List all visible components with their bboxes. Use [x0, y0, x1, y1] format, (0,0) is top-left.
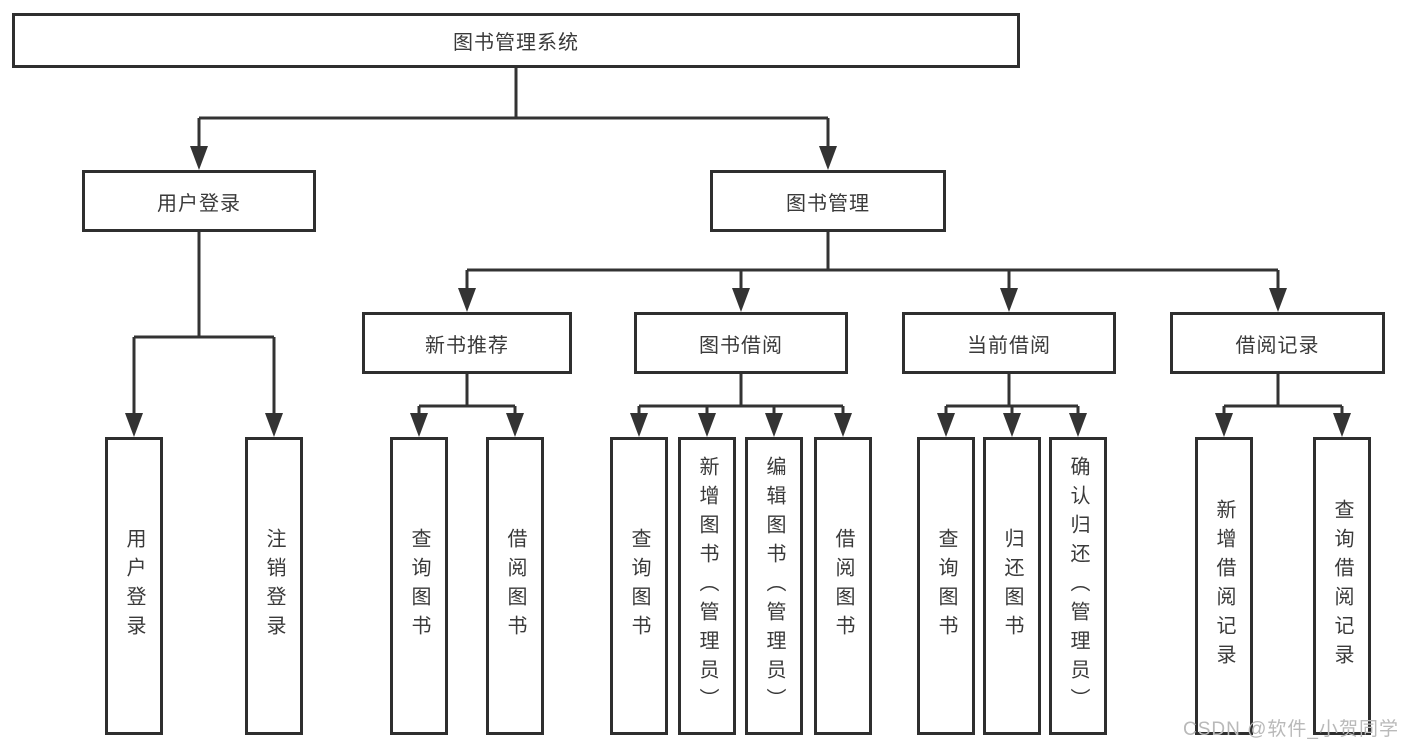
node-label: 查询图书 — [408, 528, 430, 644]
leaf-query-books-3: 查询图书 — [917, 437, 975, 735]
leaf-confirm-return-admin: 确认归还（管理员） — [1049, 437, 1107, 735]
leaf-query-books-1: 查询图书 — [390, 437, 448, 735]
node-label: 当前借阅 — [967, 334, 1051, 357]
node-label: 用户登录 — [157, 192, 241, 215]
node-label: 确认归还（管理员） — [1067, 455, 1089, 717]
node-borrow-records: 借阅记录 — [1170, 312, 1385, 374]
node-book-borrow: 图书借阅 — [634, 312, 848, 374]
leaf-user-login: 用户登录 — [105, 437, 163, 735]
node-user-login: 用户登录 — [82, 170, 316, 232]
node-label: 新增图书（管理员） — [696, 455, 718, 717]
leaf-borrow-books-2: 借阅图书 — [814, 437, 872, 735]
node-label: 图书借阅 — [699, 334, 783, 357]
node-label: 查询图书 — [935, 528, 957, 644]
node-label: 图书管理 — [786, 192, 870, 215]
leaf-return-books: 归还图书 — [983, 437, 1041, 735]
node-label: 注销登录 — [263, 528, 285, 644]
node-label: 查询图书 — [628, 528, 650, 644]
leaf-borrow-books-1: 借阅图书 — [486, 437, 544, 735]
node-label: 借阅图书 — [832, 528, 854, 644]
node-current-borrow: 当前借阅 — [902, 312, 1116, 374]
leaf-logout: 注销登录 — [245, 437, 303, 735]
node-new-book-recommend: 新书推荐 — [362, 312, 572, 374]
node-label: 新书推荐 — [425, 334, 509, 357]
node-label: 编辑图书（管理员） — [763, 455, 785, 717]
node-book-management: 图书管理 — [710, 170, 946, 232]
node-label: 借阅记录 — [1235, 334, 1320, 357]
node-label: 新增借阅记录 — [1213, 499, 1235, 673]
leaf-edit-books-admin: 编辑图书（管理员） — [745, 437, 803, 735]
node-library-management-system: 图书管理系统 — [12, 13, 1020, 68]
leaf-query-borrow-record: 查询借阅记录 — [1313, 437, 1371, 735]
leaf-add-books-admin: 新增图书（管理员） — [678, 437, 736, 735]
watermark: CSDN @软件_小贺同学 — [1183, 719, 1399, 740]
node-label: 借阅图书 — [504, 528, 526, 644]
node-label: 图书管理系统 — [453, 32, 579, 54]
node-label: 查询借阅记录 — [1331, 499, 1353, 673]
node-label: 用户登录 — [123, 528, 145, 644]
leaf-add-borrow-record: 新增借阅记录 — [1195, 437, 1253, 735]
leaf-query-books-2: 查询图书 — [610, 437, 668, 735]
node-label: 归还图书 — [1001, 528, 1023, 644]
